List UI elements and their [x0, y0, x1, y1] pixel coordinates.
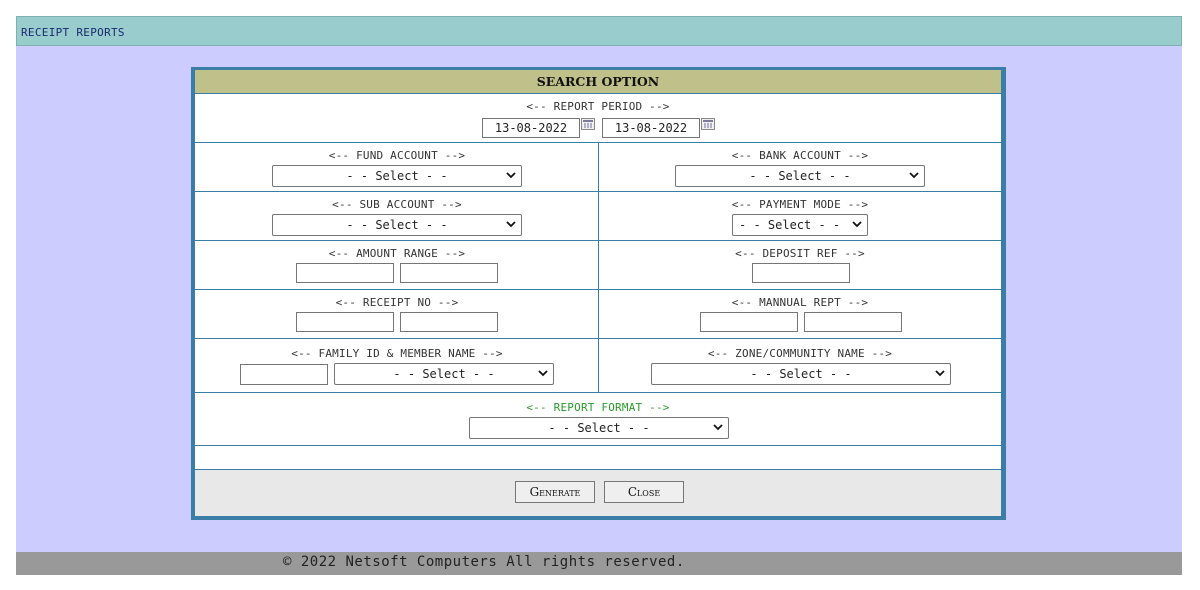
deposit-ref-input[interactable]: [752, 263, 850, 283]
panel-header: SEARCH OPTION: [195, 70, 1001, 94]
search-option-panel: SEARCH OPTION <-- REPORT PERIOD --> 13-0…: [191, 67, 1006, 520]
amount-range-label: <-- AMOUNT RANGE -->: [328, 247, 466, 260]
period-to-input[interactable]: 13-08-2022: [602, 118, 700, 138]
report-format-select[interactable]: - - Select - -: [469, 417, 729, 439]
payment-mode-select[interactable]: - - Select - -: [732, 214, 868, 236]
receipt-no-label: <-- RECEIPT NO -->: [335, 296, 459, 309]
manual-rept-label: <-- MANNUAL REPT -->: [731, 296, 869, 309]
sub-account-value: - - Select - -: [346, 218, 448, 232]
report-period-row: <-- REPORT PERIOD --> 13-08-2022 13-08-2…: [195, 94, 1001, 143]
bank-account-label: <-- BANK ACCOUNT -->: [731, 149, 869, 162]
period-from-input[interactable]: 13-08-2022: [482, 118, 580, 138]
title-bar: RECEIPT REPORTS: [16, 16, 1182, 46]
family-id-input[interactable]: [240, 364, 328, 385]
family-zone-row: <-- FAMILY ID & MEMBER NAME --> - - Sele…: [195, 339, 1001, 393]
calendar-icon[interactable]: [701, 118, 715, 130]
report-format-value: - - Select - -: [548, 421, 650, 435]
member-name-select[interactable]: - - Select - -: [334, 363, 554, 385]
column-divider: [598, 290, 599, 338]
deposit-ref-label: <-- DEPOSIT REF -->: [735, 247, 865, 260]
report-period-label: <-- REPORT PERIOD -->: [526, 100, 670, 113]
column-divider: [598, 241, 599, 289]
report-format-row: <-- REPORT FORMAT --> - - Select - -: [195, 393, 1001, 446]
generate-button[interactable]: Generate: [515, 481, 595, 503]
payment-mode-label: <-- PAYMENT MODE -->: [731, 198, 869, 211]
chevron-down-icon: [852, 215, 862, 228]
receipt-from-input[interactable]: [296, 312, 394, 332]
copyright-text: © 2022 Netsoft Computers All rights rese…: [283, 554, 685, 570]
receipt-manual-row: <-- RECEIPT NO --> <-- MANNUAL REPT -->: [195, 290, 1001, 339]
column-divider: [598, 339, 599, 392]
close-button[interactable]: Close: [604, 481, 684, 503]
zone-community-select[interactable]: - - Select - -: [651, 363, 951, 385]
amount-from-input[interactable]: [296, 263, 394, 283]
manual-from-input[interactable]: [700, 312, 798, 332]
bank-account-select[interactable]: - - Select - -: [675, 165, 925, 187]
zone-community-label: <-- ZONE/COMMUNITY NAME -->: [707, 347, 893, 360]
fund-account-label: <-- FUND ACCOUNT -->: [328, 149, 466, 162]
footer: © 2022 Netsoft Computers All rights rese…: [16, 552, 1182, 575]
chevron-down-icon: [506, 166, 516, 179]
column-divider: [598, 143, 599, 191]
fund-bank-row: <-- FUND ACCOUNT --> - - Select - - <-- …: [195, 143, 1001, 192]
button-bar: Generate Close: [195, 470, 1001, 516]
calendar-icon[interactable]: [581, 118, 595, 130]
fund-account-select[interactable]: - - Select - -: [272, 165, 522, 187]
sub-account-select[interactable]: - - Select - -: [272, 214, 522, 236]
sub-payment-row: <-- SUB ACCOUNT --> - - Select - - <-- P…: [195, 192, 1001, 241]
chevron-down-icon: [713, 418, 723, 431]
amount-deposit-row: <-- AMOUNT RANGE --> <-- DEPOSIT REF -->: [195, 241, 1001, 290]
column-divider: [598, 192, 599, 240]
chevron-down-icon: [506, 215, 516, 228]
manual-to-input[interactable]: [804, 312, 902, 332]
spacer-row: [195, 446, 1001, 470]
amount-to-input[interactable]: [400, 263, 498, 283]
bank-account-value: - - Select - -: [749, 169, 851, 183]
zone-community-value: - - Select - -: [750, 367, 852, 381]
family-member-label: <-- FAMILY ID & MEMBER NAME -->: [291, 347, 503, 360]
report-format-label: <-- REPORT FORMAT -->: [526, 401, 670, 414]
receipt-to-input[interactable]: [400, 312, 498, 332]
search-option-body: SEARCH OPTION <-- REPORT PERIOD --> 13-0…: [195, 70, 1001, 516]
sub-account-label: <-- SUB ACCOUNT -->: [332, 198, 462, 211]
chevron-down-icon: [538, 364, 548, 377]
fund-account-value: - - Select - -: [346, 169, 448, 183]
payment-mode-value: - - Select - -: [739, 218, 841, 232]
member-name-value: - - Select - -: [393, 367, 495, 381]
chevron-down-icon: [909, 166, 919, 179]
chevron-down-icon: [935, 364, 945, 377]
page-title: RECEIPT REPORTS: [21, 26, 125, 39]
